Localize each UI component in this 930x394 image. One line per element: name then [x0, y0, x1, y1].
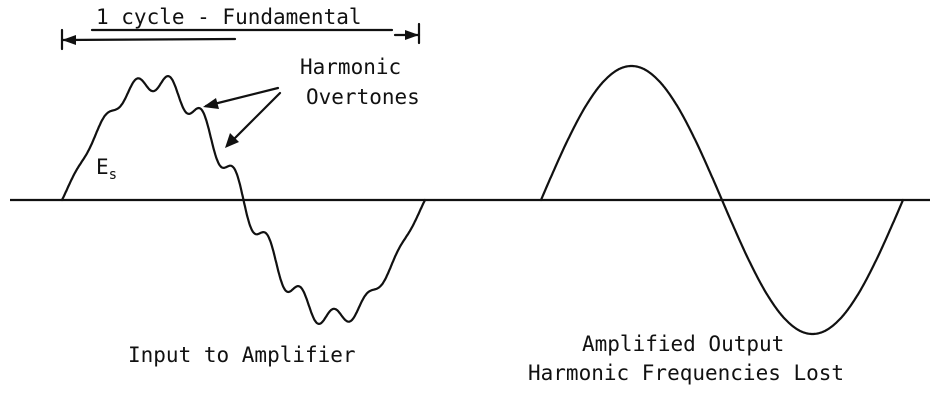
harmonic-pointer-arrow-1: [203, 86, 280, 109]
output-waveform: [539, 64, 905, 336]
output-caption-line2: Harmonic Frequencies Lost: [528, 361, 844, 385]
harmonic-label-line1: Harmonic: [300, 55, 401, 79]
bracket-left-arrowhead: [62, 35, 76, 45]
input-caption: Input to Amplifier: [128, 343, 356, 367]
input-waveform: [60, 75, 427, 325]
harmonic-label-line2: Overtones: [306, 85, 420, 109]
harmonic-pointer-arrow-2: [225, 91, 282, 148]
cycle-label: 1 cycle - Fundamental: [96, 5, 362, 29]
es-label: Es: [96, 155, 117, 183]
bracket-right-arrowhead: [405, 30, 419, 40]
es-label-main: E: [96, 155, 109, 179]
output-caption-line1: Amplified Output: [582, 332, 784, 356]
es-label-subscript: s: [109, 167, 117, 183]
cycle-dimension-bracket: [60, 22, 421, 51]
